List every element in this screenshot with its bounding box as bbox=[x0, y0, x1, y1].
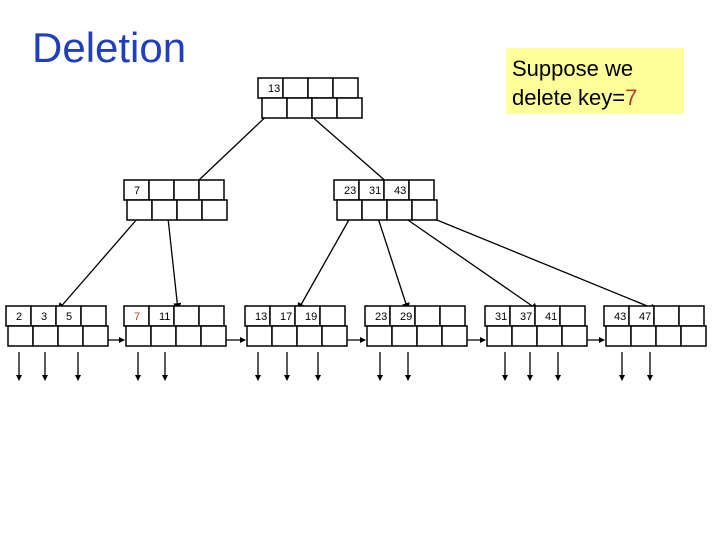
pointer-slot bbox=[361, 199, 388, 221]
pointer-slot bbox=[32, 325, 59, 347]
key-label: 5 bbox=[66, 311, 72, 323]
pointer-slot bbox=[536, 325, 563, 347]
key-slot bbox=[307, 77, 334, 99]
key-slot bbox=[559, 305, 586, 327]
key-label: 11 bbox=[159, 311, 170, 323]
key-slot bbox=[148, 179, 175, 201]
key-label: 2 bbox=[16, 311, 22, 323]
pointer-slot bbox=[151, 199, 178, 221]
key-label: 29 bbox=[400, 311, 412, 323]
pointer-slot bbox=[296, 325, 323, 347]
pointer-slot bbox=[680, 325, 707, 347]
key-slot bbox=[80, 305, 107, 327]
key-slot bbox=[282, 77, 309, 99]
pointer-slot bbox=[82, 325, 109, 347]
pointer-slot bbox=[630, 325, 657, 347]
key-label: 19 bbox=[305, 311, 317, 323]
key-label: 7 bbox=[134, 311, 140, 323]
internal-node: 23 31 43 bbox=[333, 179, 438, 221]
pointer-slot bbox=[126, 199, 153, 221]
pointer-slot bbox=[286, 97, 313, 119]
pointer-slot bbox=[416, 325, 443, 347]
pointer-slot bbox=[261, 97, 288, 119]
pointer-slot bbox=[271, 325, 298, 347]
leaf-node: 2 3 5 bbox=[5, 305, 109, 347]
internal-node: 7 bbox=[123, 179, 228, 221]
key-label: 31 bbox=[369, 185, 381, 197]
note-deleted-key: 7 bbox=[625, 85, 638, 110]
leaf-node: 23 29 bbox=[364, 305, 468, 347]
pointer-slot bbox=[311, 97, 338, 119]
key-label: 47 bbox=[639, 311, 651, 323]
key-label: 37 bbox=[520, 311, 532, 323]
key-label: 43 bbox=[614, 311, 626, 323]
note-box: Suppose we delete key=7 bbox=[506, 48, 684, 114]
pointer-slot bbox=[150, 325, 177, 347]
key-slot bbox=[439, 305, 466, 327]
key-slot bbox=[332, 77, 359, 99]
key-label: 31 bbox=[495, 311, 507, 323]
edge-internal-to-leaf bbox=[167, 217, 182, 311]
leaf-node: 31 37 41 bbox=[484, 305, 588, 347]
pointer-slot bbox=[605, 325, 632, 347]
key-label: 17 bbox=[280, 311, 292, 323]
key-label: 13 bbox=[268, 83, 280, 95]
pointer-slot bbox=[486, 325, 513, 347]
root-node: 13 bbox=[257, 77, 363, 119]
key-label: 23 bbox=[344, 185, 356, 197]
key-label: 43 bbox=[394, 185, 406, 197]
key-slot bbox=[414, 305, 441, 327]
edge-internal-to-leaf bbox=[404, 217, 539, 311]
pointer-slot bbox=[175, 325, 202, 347]
leaf-node: 7 11 bbox=[123, 305, 227, 347]
key-label: 3 bbox=[41, 311, 47, 323]
edge-internal-to-leaf bbox=[57, 217, 139, 311]
edge-internal-to-leaf bbox=[377, 217, 410, 311]
pointer-slot bbox=[336, 97, 363, 119]
note-text: Suppose we delete key= bbox=[512, 56, 634, 110]
slide-title: Deletion bbox=[32, 24, 187, 71]
pointer-slot bbox=[655, 325, 682, 347]
leaf-node: 43 47 bbox=[603, 305, 707, 347]
pointer-slot bbox=[200, 325, 227, 347]
key-label: 7 bbox=[134, 185, 140, 197]
key-slot bbox=[319, 305, 346, 327]
pointer-slot bbox=[246, 325, 273, 347]
key-slot bbox=[653, 305, 680, 327]
pointer-slot bbox=[411, 199, 438, 221]
edge-internal-to-leaf bbox=[297, 217, 351, 311]
key-label: 23 bbox=[375, 311, 387, 323]
key-label: 41 bbox=[545, 311, 557, 323]
key-slot bbox=[173, 305, 200, 327]
leaf-node: 13 17 19 bbox=[244, 305, 348, 347]
key-slot bbox=[198, 305, 225, 327]
pointer-slot bbox=[336, 199, 363, 221]
pointer-slot bbox=[125, 325, 152, 347]
pointer-slot bbox=[561, 325, 588, 347]
key-slot bbox=[408, 179, 435, 201]
pointer-slot bbox=[441, 325, 468, 347]
pointer-slot bbox=[201, 199, 228, 221]
key-label: 13 bbox=[255, 311, 267, 323]
pointer-slot bbox=[511, 325, 538, 347]
pointer-slot bbox=[7, 325, 34, 347]
key-slot bbox=[198, 179, 225, 201]
edge-internal-to-leaf bbox=[431, 217, 658, 312]
pointer-slot bbox=[176, 199, 203, 221]
key-slot bbox=[173, 179, 200, 201]
key-slot bbox=[678, 305, 705, 327]
pointer-slot bbox=[366, 325, 393, 347]
pointer-slot bbox=[321, 325, 348, 347]
pointer-slot bbox=[57, 325, 84, 347]
pointer-slot bbox=[386, 199, 413, 221]
pointer-slot bbox=[391, 325, 418, 347]
